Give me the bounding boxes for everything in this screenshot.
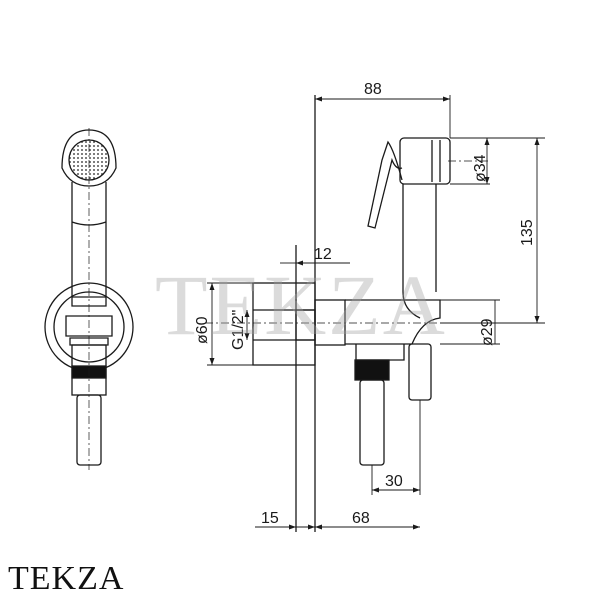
dim-handle-diameter: ø34 [472,154,489,182]
dim-hose-offset: 30 [385,473,403,490]
dim-outlet-offset: 68 [352,510,370,527]
dimension-lines [207,95,545,530]
dim-body-depth: 12 [314,246,332,263]
shower-handle-side [367,137,451,319]
side-view [205,95,510,532]
brand-logo-text: TEKZA [8,560,125,597]
dim-holder-diameter: ø29 [479,318,496,346]
handle-body-front [71,182,107,307]
wall-flange-side [252,282,346,366]
dim-height: 135 [519,219,536,246]
outlet-elbow [345,299,441,466]
dim-width-total: 88 [364,81,382,98]
dim-flange-diameter: ø60 [194,316,211,344]
front-view [44,128,134,470]
dimension-labels: 88 ø34 135 12 ø60 G1/2" ø29 30 15 68 [194,81,536,527]
dim-thread: G1/2" [230,310,247,350]
dim-wall-offset: 15 [261,510,279,527]
